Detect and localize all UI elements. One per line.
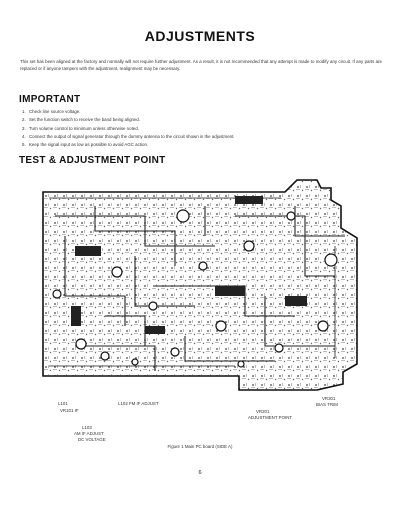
page-title: ADJUSTMENTS — [144, 28, 256, 44]
label-vr101: VR101 IF — [60, 408, 79, 413]
intro-paragraph: This set has been aligned at the factory… — [20, 59, 382, 71]
list-item: 4.Connect the output of signal generator… — [22, 133, 352, 141]
important-list: 1.Check line source voltage. 2.Set the f… — [22, 108, 352, 149]
item-text: Set the function switch to receive the b… — [29, 117, 141, 123]
item-number: 5. — [22, 142, 26, 148]
figure-caption: Figure 1 Main PC board (SIDE A) — [167, 444, 233, 449]
page-number: 6 — [198, 470, 202, 476]
label-vr301: VR301 — [322, 396, 336, 401]
list-item: 1.Check line source voltage. — [22, 108, 352, 116]
list-item: 2.Set the function switch to receive the… — [22, 116, 352, 124]
label-am-if: AM IF ADJUST — [74, 431, 104, 436]
solder-pads — [52, 209, 338, 368]
item-number: 4. — [22, 133, 26, 139]
label-dc-voltage: DC VOLTAGE — [78, 437, 106, 442]
copper-traces — [55, 206, 345, 371]
list-item: 3.Turn volume control to minimum unless … — [22, 125, 352, 133]
label-l103: L103 — [82, 425, 92, 430]
item-number: 3. — [22, 125, 26, 131]
label-l102: L102 FM IF ADJUST — [118, 401, 159, 406]
label-vr201: VR201 — [256, 409, 270, 414]
item-text: Keep the signal input as low as possible… — [29, 142, 149, 148]
label-bias-trim: BIAS TRIM — [316, 402, 338, 407]
label-l101: L101 — [58, 401, 68, 406]
important-heading: IMPORTANT — [19, 94, 81, 105]
item-number: 2. — [22, 117, 26, 123]
label-adjust-point: ADJUSTMENT POINT — [248, 415, 293, 420]
list-item: 5.Keep the signal input as low as possib… — [22, 141, 352, 149]
components — [71, 196, 307, 334]
test-adjustment-heading: TEST & ADJUSTMENT POINT — [19, 155, 166, 166]
pcb-board-diagram — [42, 179, 358, 391]
item-text: Check line source voltage. — [29, 109, 81, 114]
item-number: 1. — [22, 109, 26, 114]
item-text: Connect the output of signal generator t… — [29, 133, 235, 139]
item-text: Turn volume control to minimum unless ot… — [29, 125, 139, 131]
board-outline — [42, 179, 358, 391]
